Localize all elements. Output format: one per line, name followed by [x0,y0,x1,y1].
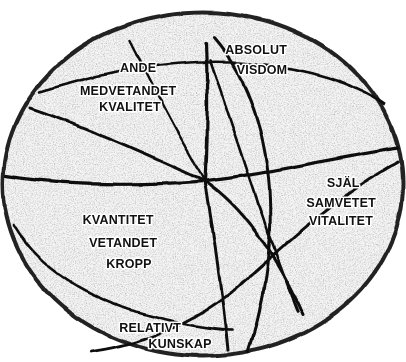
label-line: KROPP [106,257,151,271]
label-line: SJÄL [327,175,360,190]
label-line: MEDVETANDET [80,84,177,98]
label-line: ABSOLUT [225,43,287,57]
label-line: KUNSKAP [148,337,211,351]
label-line: RELATIVT [119,321,181,335]
label-line: VISDOM [237,63,288,77]
label-line: KVALITET [99,100,161,114]
label-line: SAMVETET [306,196,376,210]
label-line: ANDE [120,61,156,75]
label-line: VITALITET [309,214,373,228]
label-line: VETANDET [89,236,157,250]
label-line: KVANTITET [83,213,154,227]
